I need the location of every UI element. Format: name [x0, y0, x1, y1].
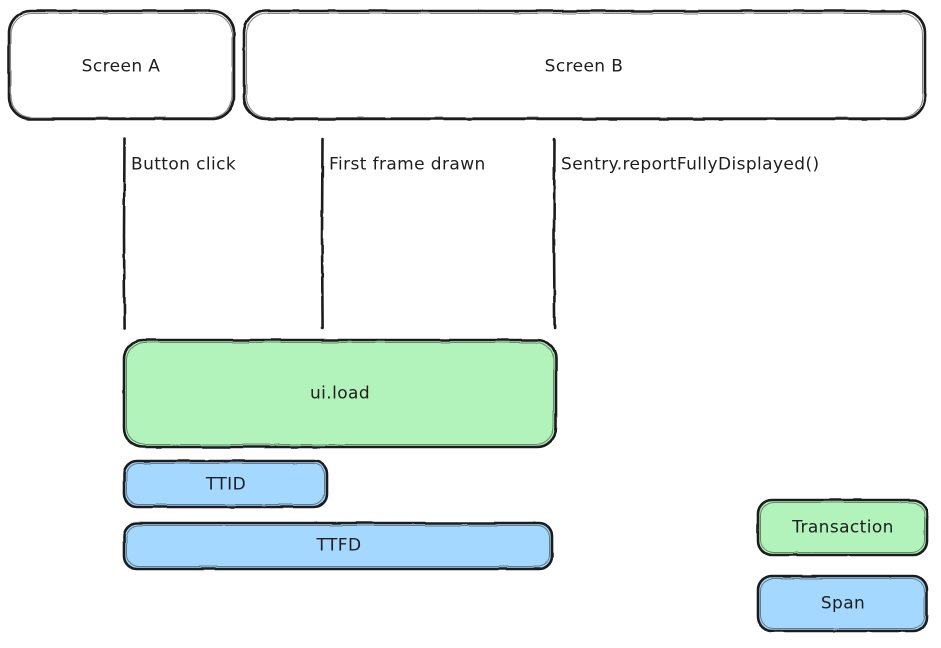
marker-line-report-fully-displayed	[552, 137, 556, 330]
marker-line-first-frame-drawn	[320, 137, 324, 330]
legend-label-transaction: Transaction	[792, 517, 894, 538]
screen-a-label: Screen A	[81, 56, 161, 77]
screen-a-box	[7, 9, 236, 121]
marker-label-report-fully-displayed: Sentry.reportFullyDisplayed()	[561, 154, 820, 175]
legend-transaction-shape	[756, 498, 929, 557]
marker-line-button-click	[122, 137, 126, 330]
marker-label-first-frame-drawn: First frame drawn	[329, 154, 486, 175]
marker-label-button-click: Button click	[131, 154, 237, 175]
legend-label-span: Span	[820, 593, 866, 614]
bar-label-ttfd: TTFD	[316, 535, 362, 556]
bar-ttid-shape	[122, 459, 329, 509]
bar-ui-load-shape	[122, 338, 558, 449]
legend-span-shape	[756, 574, 929, 633]
bar-ttfd-shape	[122, 521, 554, 571]
bar-label-ui-load: ui.load	[309, 383, 371, 404]
screen-b-label: Screen B	[544, 56, 624, 77]
bar-label-ttid: TTID	[205, 474, 247, 495]
marker-lines	[122, 137, 556, 330]
screen-b-box	[242, 9, 927, 121]
